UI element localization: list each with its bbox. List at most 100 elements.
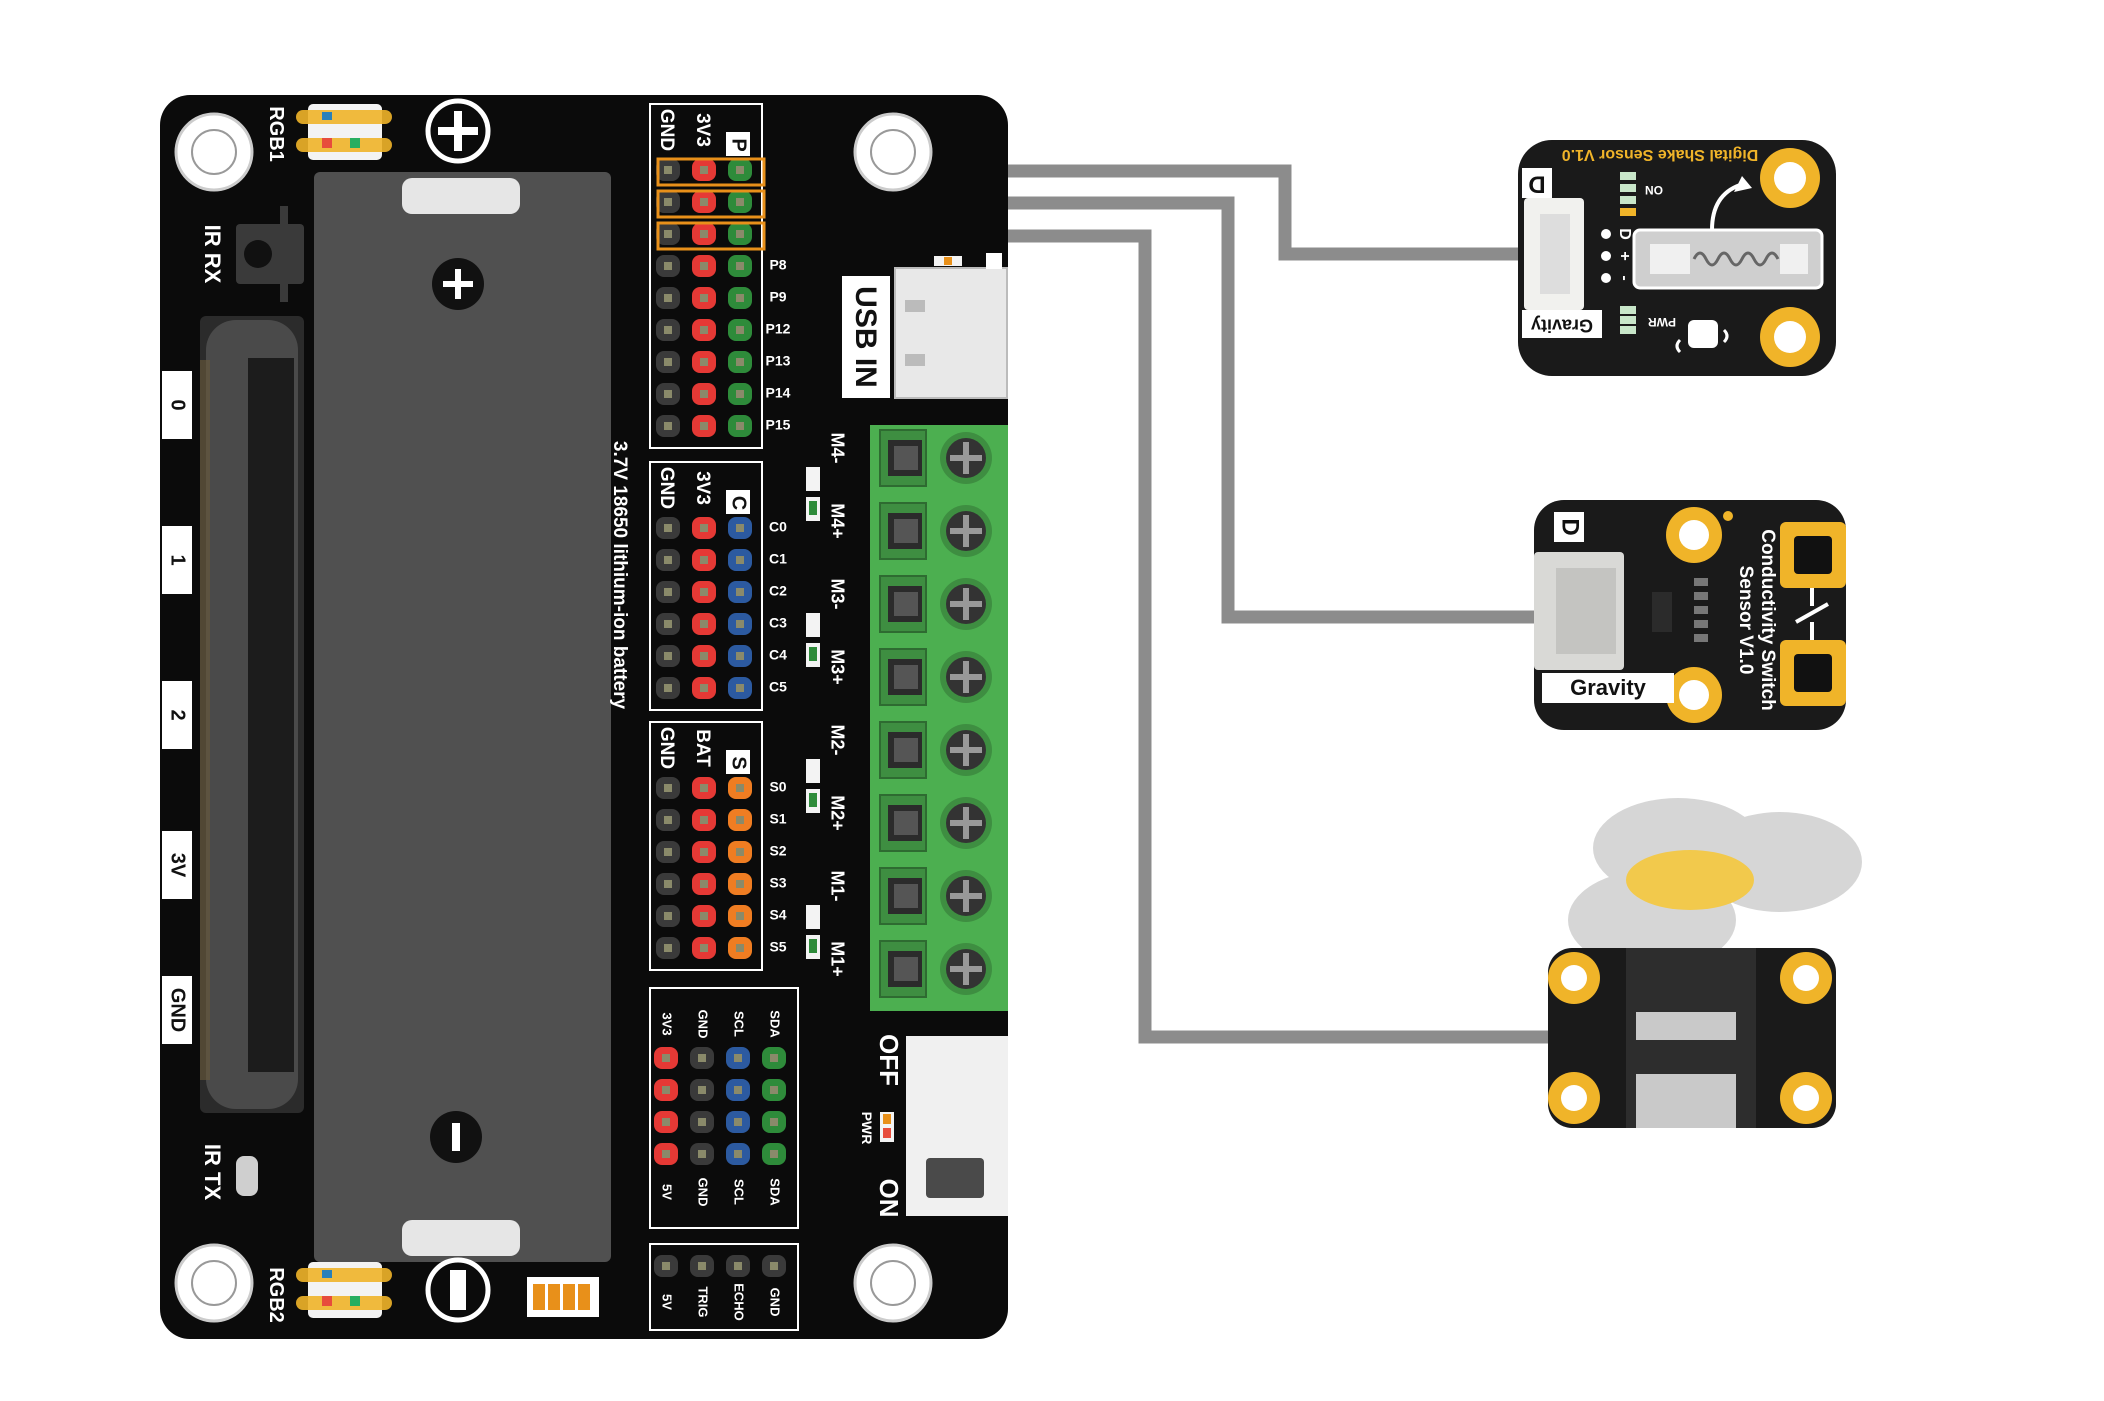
header-pin[interactable] — [728, 415, 752, 437]
header-pin[interactable] — [726, 1079, 750, 1101]
header-pin[interactable] — [726, 1047, 750, 1069]
header-pin[interactable] — [692, 223, 716, 245]
header-pin[interactable] — [692, 517, 716, 539]
header-pin[interactable] — [656, 677, 680, 699]
header-pin[interactable] — [728, 159, 752, 181]
header-pin[interactable] — [654, 1143, 678, 1165]
header-pin[interactable] — [726, 1143, 750, 1165]
header-pin[interactable] — [656, 255, 680, 277]
header-pin[interactable] — [656, 383, 680, 405]
header-pin[interactable] — [692, 809, 716, 831]
header-pin[interactable] — [692, 255, 716, 277]
header-pin[interactable] — [656, 581, 680, 603]
header-pin[interactable] — [728, 677, 752, 699]
header-pin[interactable] — [692, 873, 716, 895]
header-pin[interactable] — [656, 287, 680, 309]
header-pin[interactable] — [728, 581, 752, 603]
header-pin[interactable] — [656, 319, 680, 341]
header-pin[interactable] — [656, 549, 680, 571]
terminal-screw[interactable] — [940, 651, 992, 703]
header-pin[interactable] — [762, 1047, 786, 1069]
header-pin[interactable] — [728, 841, 752, 863]
header-pin[interactable] — [692, 581, 716, 603]
header-pin[interactable] — [762, 1079, 786, 1101]
header-pin[interactable] — [728, 517, 752, 539]
header-pin[interactable] — [692, 351, 716, 373]
header-pin[interactable] — [656, 351, 680, 373]
header-pin[interactable] — [656, 613, 680, 635]
header-pin[interactable] — [690, 1079, 714, 1101]
header-pin[interactable] — [654, 1111, 678, 1133]
header-pin-label: C0 — [769, 519, 787, 535]
header-pin[interactable] — [726, 1255, 750, 1277]
header-pin[interactable] — [728, 549, 752, 571]
header-pin-label: P9 — [769, 289, 786, 305]
header-pin[interactable] — [728, 645, 752, 667]
header-pin[interactable] — [762, 1143, 786, 1165]
header-pin[interactable] — [656, 777, 680, 799]
header-pin[interactable] — [654, 1079, 678, 1101]
header-pin[interactable] — [690, 1047, 714, 1069]
header-pin-label: P12 — [766, 321, 791, 337]
header-pin[interactable] — [656, 937, 680, 959]
header-pin[interactable] — [656, 159, 680, 181]
header-pin[interactable] — [762, 1255, 786, 1277]
terminal-screw[interactable] — [940, 870, 992, 922]
terminal-screw[interactable] — [940, 505, 992, 557]
header-pin[interactable] — [656, 905, 680, 927]
header-pin[interactable] — [692, 937, 716, 959]
header-pin[interactable] — [690, 1255, 714, 1277]
header-col-label: BAT — [692, 729, 713, 767]
expansion-board: 3.7V 18650 lithium-ion battery RGB1 — [160, 95, 1008, 1339]
header-pin[interactable] — [728, 613, 752, 635]
header-pin[interactable] — [726, 1111, 750, 1133]
header-pin[interactable] — [656, 191, 680, 213]
header-pin[interactable] — [690, 1111, 714, 1133]
power-switch[interactable] — [906, 1036, 1008, 1216]
header-pin[interactable] — [728, 809, 752, 831]
header-pin[interactable] — [728, 319, 752, 341]
header-pin[interactable] — [692, 549, 716, 571]
header-pin[interactable] — [728, 191, 752, 213]
header-pin[interactable] — [692, 159, 716, 181]
i2c-top-label: SCL — [732, 1011, 747, 1037]
header-pin[interactable] — [692, 677, 716, 699]
terminal-screw[interactable] — [940, 724, 992, 776]
header-pin[interactable] — [656, 873, 680, 895]
header-pin[interactable] — [654, 1255, 678, 1277]
header-pin[interactable] — [656, 415, 680, 437]
header-pin[interactable] — [656, 841, 680, 863]
terminal-screw[interactable] — [940, 797, 992, 849]
header-pin[interactable] — [692, 905, 716, 927]
header-pin[interactable] — [656, 223, 680, 245]
header-pin[interactable] — [692, 777, 716, 799]
header-pin[interactable] — [728, 873, 752, 895]
terminal-screw[interactable] — [940, 578, 992, 630]
header-pin[interactable] — [656, 809, 680, 831]
switch-on-label: ON — [874, 1179, 904, 1218]
header-pin[interactable] — [762, 1111, 786, 1133]
conductivity-badge-box — [1554, 512, 1584, 542]
header-pin[interactable] — [728, 287, 752, 309]
header-pin[interactable] — [692, 645, 716, 667]
header-pin[interactable] — [728, 383, 752, 405]
header-pin[interactable] — [692, 287, 716, 309]
header-pin[interactable] — [656, 517, 680, 539]
header-pin[interactable] — [728, 905, 752, 927]
header-pin[interactable] — [692, 319, 716, 341]
header-pin[interactable] — [728, 777, 752, 799]
header-pin[interactable] — [690, 1143, 714, 1165]
header-pin[interactable] — [654, 1047, 678, 1069]
header-pin[interactable] — [692, 191, 716, 213]
terminal-screw[interactable] — [940, 432, 992, 484]
header-pin[interactable] — [728, 937, 752, 959]
header-pin[interactable] — [728, 223, 752, 245]
header-pin[interactable] — [692, 841, 716, 863]
header-pin[interactable] — [728, 351, 752, 373]
header-pin[interactable] — [728, 255, 752, 277]
header-pin[interactable] — [656, 645, 680, 667]
header-pin[interactable] — [692, 415, 716, 437]
header-pin[interactable] — [692, 383, 716, 405]
header-pin[interactable] — [692, 613, 716, 635]
terminal-screw[interactable] — [940, 943, 992, 995]
